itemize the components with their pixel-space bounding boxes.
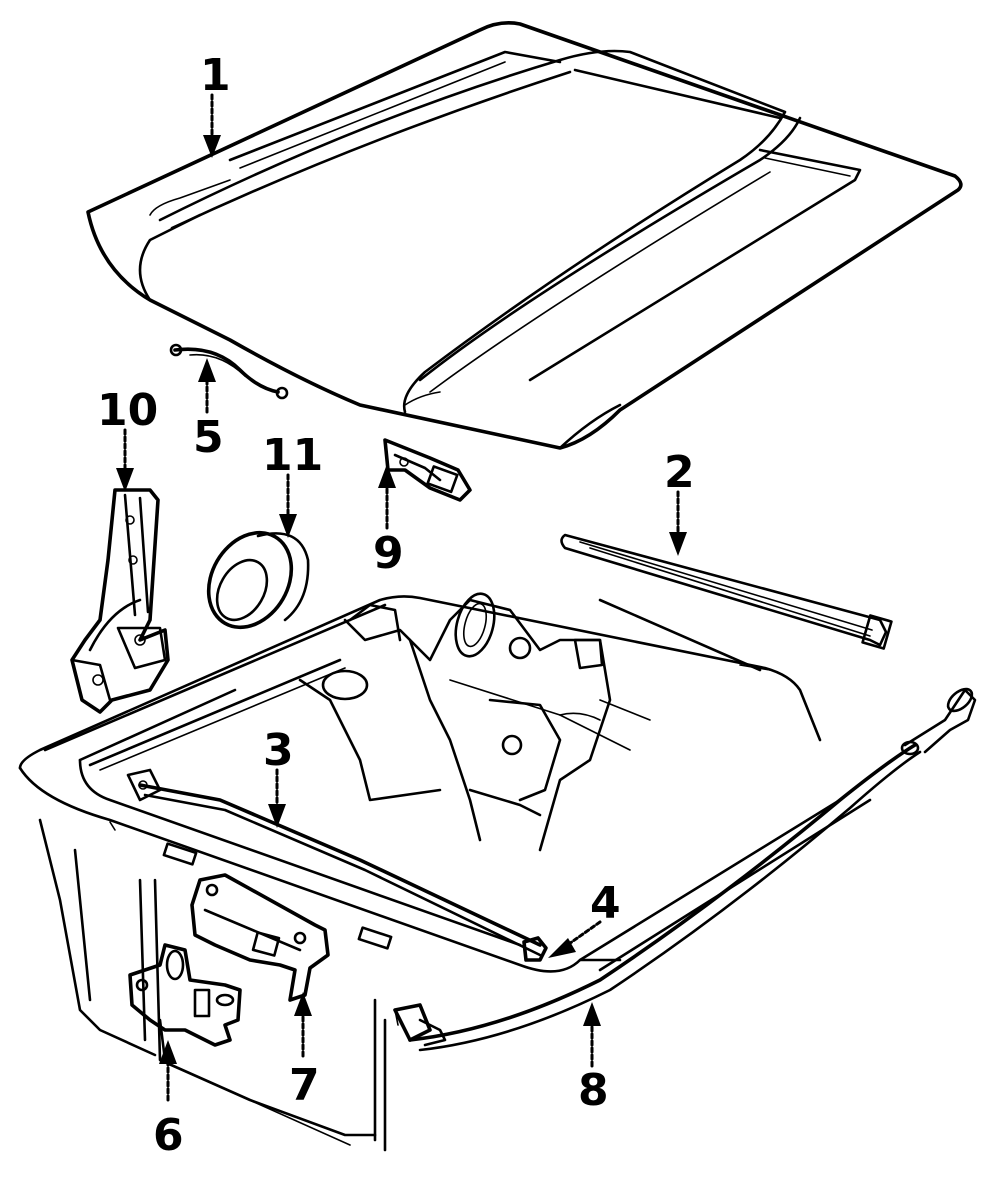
callout-5: 5 bbox=[193, 412, 224, 463]
callout-leaders bbox=[116, 93, 687, 1102]
callout-9: 9 bbox=[373, 528, 404, 579]
hood-strap[interactable] bbox=[169, 343, 289, 400]
callout-11: 11 bbox=[262, 430, 323, 481]
hood-panel[interactable] bbox=[86, 21, 963, 450]
callout-2: 2 bbox=[664, 447, 695, 498]
hood-release-cable[interactable] bbox=[393, 685, 977, 1052]
callout-3: 3 bbox=[263, 725, 294, 776]
callout-4: 4 bbox=[590, 878, 621, 929]
hood-support-rod[interactable] bbox=[126, 768, 542, 957]
engine-compartment bbox=[18, 592, 872, 1152]
callout-1: 1 bbox=[200, 50, 231, 101]
hood-weatherstrip[interactable] bbox=[560, 533, 893, 650]
hood-bumper[interactable] bbox=[522, 936, 548, 962]
callout-7: 7 bbox=[289, 1060, 320, 1111]
hood-latch[interactable] bbox=[190, 873, 330, 1002]
callout-10: 10 bbox=[97, 385, 158, 436]
safety-catch[interactable] bbox=[383, 438, 472, 502]
callout-8: 8 bbox=[578, 1065, 609, 1116]
hood-hinge[interactable] bbox=[70, 488, 170, 714]
latch-support-bracket[interactable] bbox=[128, 943, 242, 1062]
hood-bumper-grommet[interactable] bbox=[192, 518, 310, 643]
callout-numbers: 1 2 3 4 5 6 7 8 9 10 11 bbox=[97, 50, 695, 1161]
callout-6: 6 bbox=[153, 1110, 184, 1161]
